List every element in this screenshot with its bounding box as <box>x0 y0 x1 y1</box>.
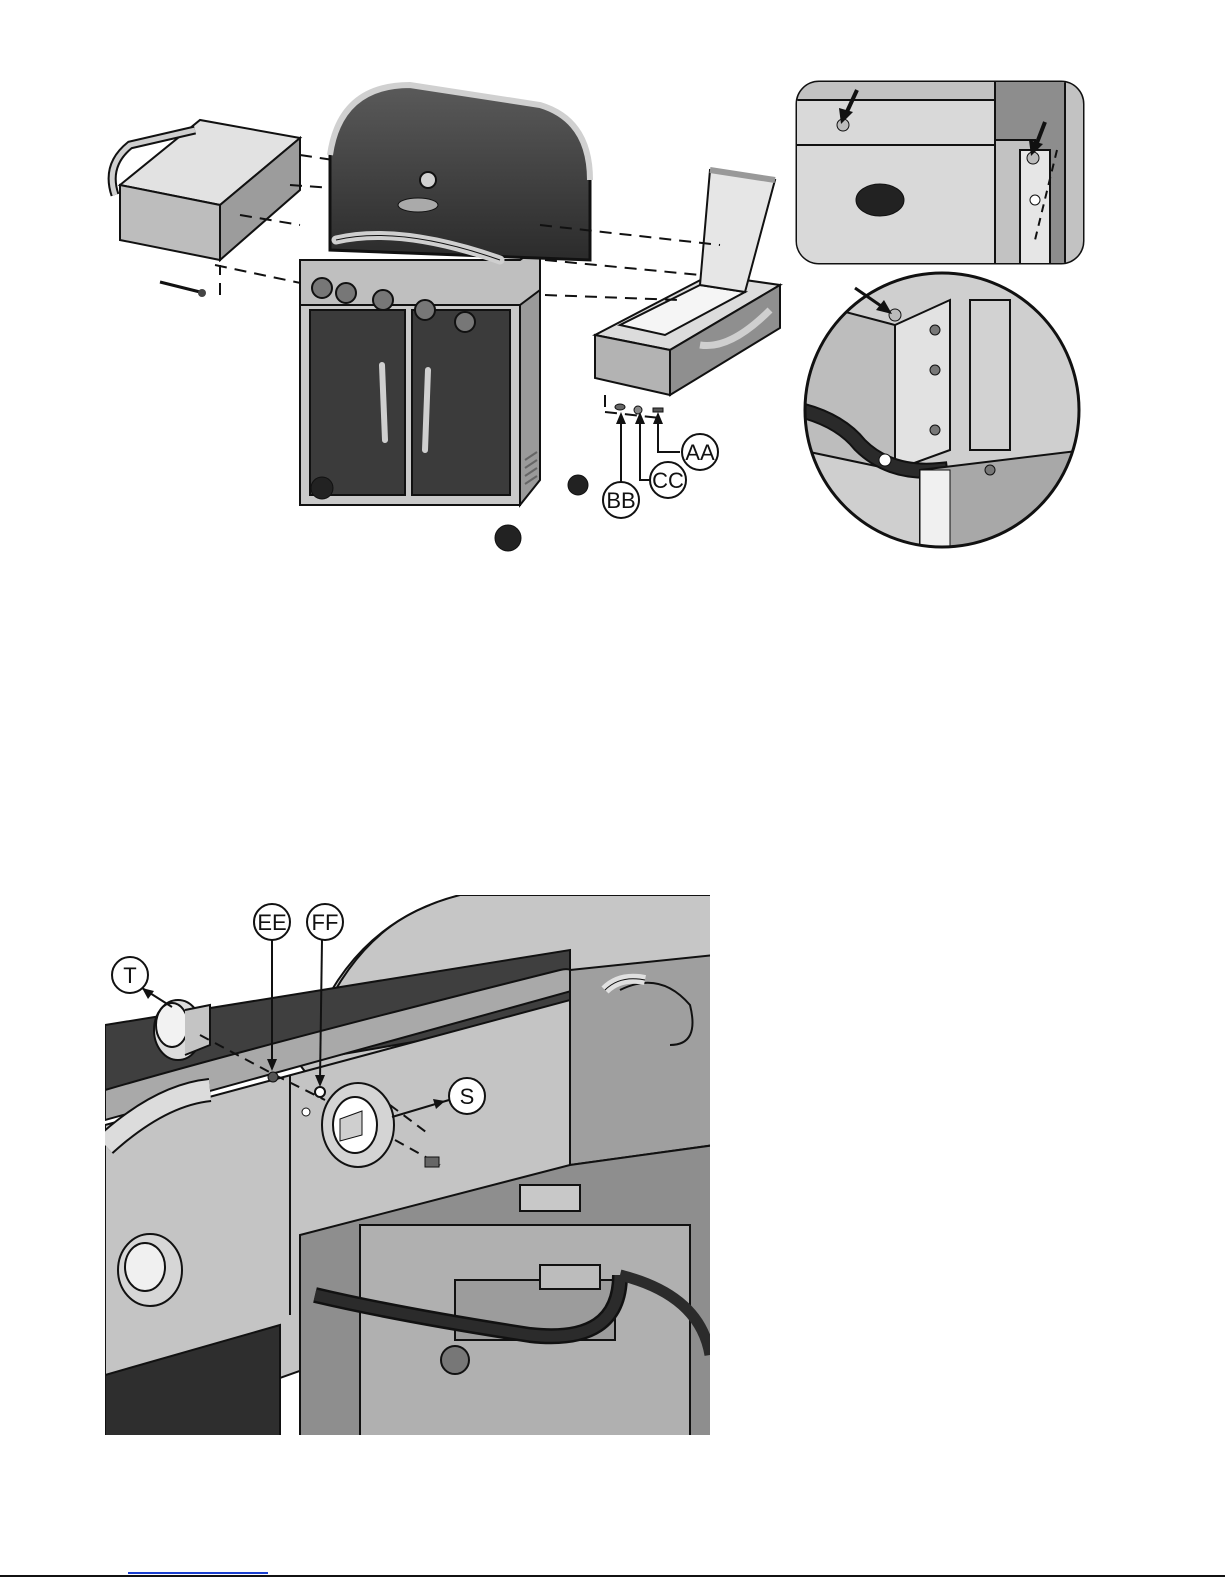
hardware-set <box>615 404 663 414</box>
control-knob <box>415 300 435 320</box>
detail-inset-hose <box>800 270 1085 550</box>
svg-text:T: T <box>123 963 136 988</box>
page-footer-rule <box>0 1575 1225 1577</box>
footer-link-underline <box>128 1572 268 1574</box>
screw-ff <box>315 1087 325 1097</box>
caster-wheel <box>568 475 588 495</box>
control-knob <box>336 283 356 303</box>
grill-assembly-diagram: AA CC BB <box>100 60 800 560</box>
screw-ee <box>268 1072 278 1082</box>
svg-text:S: S <box>460 1084 475 1109</box>
left-side-shelf <box>112 120 300 260</box>
svg-text:BB: BB <box>606 488 635 513</box>
left-shelf-screw <box>160 282 206 297</box>
callout-cc: CC <box>635 412 686 498</box>
control-knob <box>312 278 332 298</box>
left-cabinet-door <box>310 310 405 495</box>
brand-badge <box>398 198 438 212</box>
callout-bb: BB <box>603 412 639 518</box>
detail-inset-bracket <box>795 80 1085 265</box>
callout-aa: AA <box>653 412 718 470</box>
side-burner-lid <box>700 170 775 292</box>
knob-bezel-s <box>322 1083 394 1167</box>
grill-lid <box>330 85 590 260</box>
right-side-burner-shelf <box>595 170 780 395</box>
caster-wheel <box>311 477 333 499</box>
svg-text:CC: CC <box>652 468 684 493</box>
caster-wheel <box>495 525 521 551</box>
temperature-gauge-icon <box>420 172 436 188</box>
svg-text:EE: EE <box>257 910 286 935</box>
svg-text:FF: FF <box>312 910 339 935</box>
control-knob <box>373 290 393 310</box>
grill-cart <box>300 285 588 551</box>
knob-installation-diagram: T EE FF S <box>100 895 715 1440</box>
control-knob <box>455 312 475 332</box>
svg-text:AA: AA <box>685 440 715 465</box>
